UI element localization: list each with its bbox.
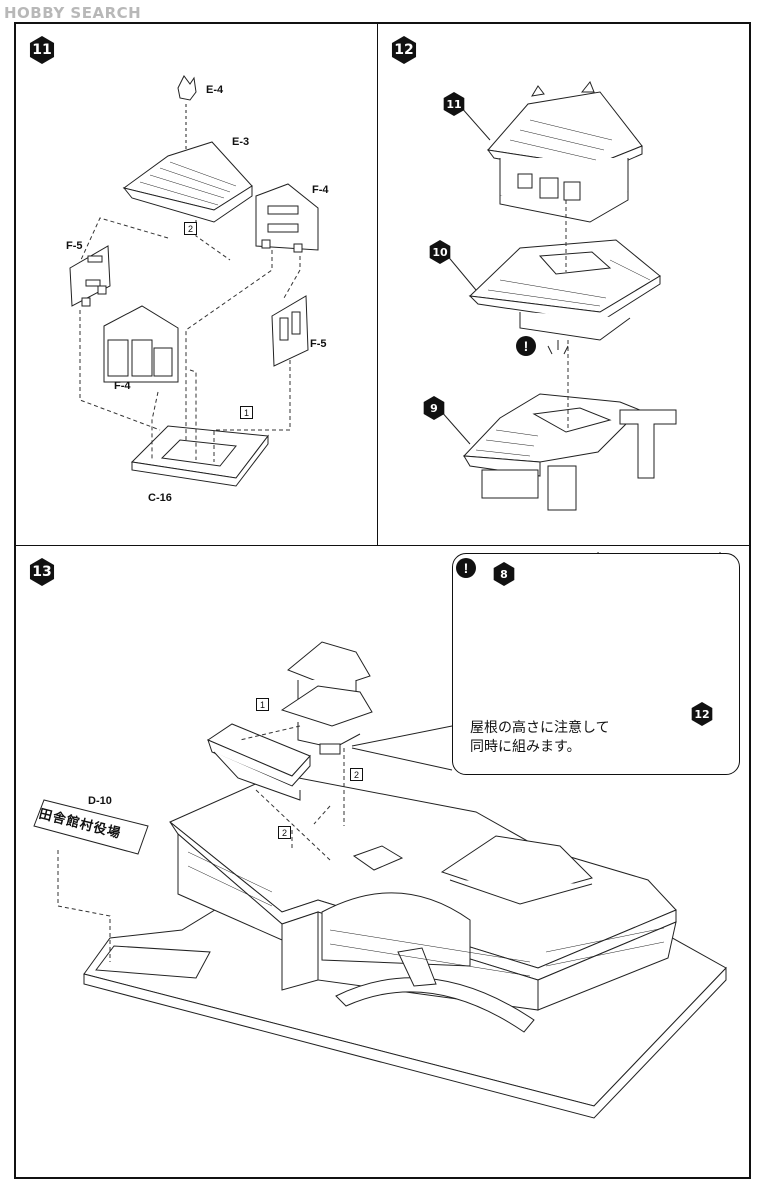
subassembly-12-badge: 12 xyxy=(691,702,713,726)
step-11-badge: 11 xyxy=(29,36,55,64)
part-label-d10: D-10 xyxy=(88,795,112,807)
step-13-badge: 13 xyxy=(29,558,55,586)
caution-callout-bubble xyxy=(452,553,740,775)
subassembly-8-badge: 8 xyxy=(493,562,515,586)
sequence-box-1-tower: 1 xyxy=(256,698,269,711)
part-label-f4-front: F-4 xyxy=(114,380,131,392)
sequence-box-2-right: 2 xyxy=(350,768,363,781)
subassembly-11-badge: 11 xyxy=(443,92,465,116)
part-label-e3: E-3 xyxy=(232,136,250,148)
roof-height-note-line1: 屋根の高さに注意して xyxy=(470,720,610,736)
part-label-f5-right: F-5 xyxy=(310,338,327,350)
roof-height-note: 屋根の高さに注意して 同時に組みます。 xyxy=(470,719,670,757)
subassembly-10-badge: 10 xyxy=(429,240,451,264)
callout-caution-icon: ! xyxy=(456,558,476,578)
hobby-search-watermark: HOBBY SEARCH xyxy=(4,4,142,22)
subassembly-9-badge: 9 xyxy=(423,396,445,420)
sequence-box-2-wing: 2 xyxy=(278,826,291,839)
part-label-c16: C-16 xyxy=(148,492,172,504)
part-label-e4: E-4 xyxy=(206,84,224,96)
step-11-panel xyxy=(14,22,378,546)
caution-icon: ! xyxy=(516,336,536,356)
sequence-box-1: 1 xyxy=(240,406,253,419)
part-label-f5-left: F-5 xyxy=(66,240,83,252)
roof-height-note-line2: 同時に組みます。 xyxy=(470,739,581,755)
instruction-frame xyxy=(14,22,751,1179)
part-label-f4-top: F-4 xyxy=(312,184,329,196)
step-12-panel xyxy=(378,22,751,546)
sequence-box-2: 2 xyxy=(184,222,197,235)
